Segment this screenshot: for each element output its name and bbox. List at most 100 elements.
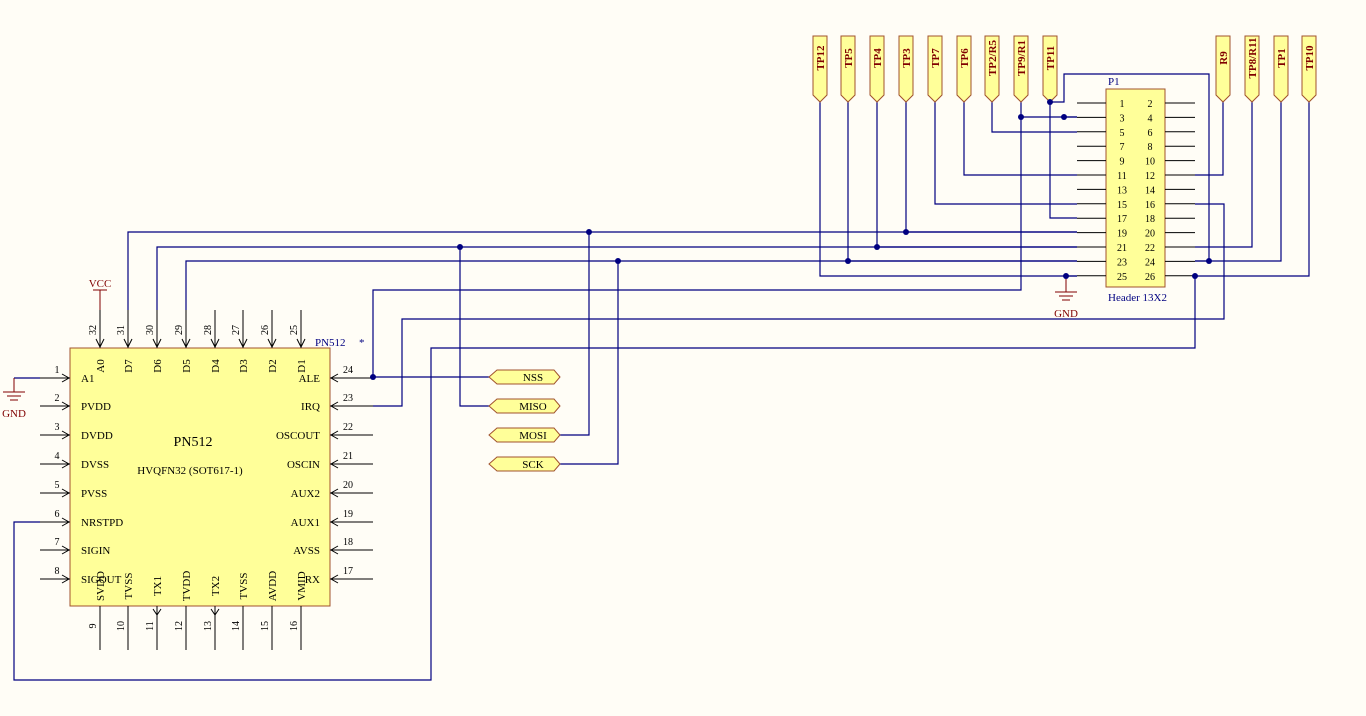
pin-arrow-right-19 (329, 517, 339, 527)
pn512-pins: 1A12PVDD3DVDD4DVSS5PVSS6NRSTPD7SIGIN8SIG… (40, 310, 373, 650)
testpoint-tp9-r1[interactable]: TP9/R1 (1013, 35, 1029, 103)
header-name: Header 13X2 (1108, 292, 1167, 304)
pin-name-top-26: D2 (267, 359, 279, 372)
pin-name-right-22: OSCOUT (276, 430, 320, 442)
wire-21 (156, 246, 1077, 310)
pin-name-right-23: IRQ (301, 401, 320, 413)
pn512-body[interactable] (69, 347, 331, 607)
testpoint-tp6[interactable]: TP6 (956, 35, 972, 103)
testpoint-body[interactable] (927, 35, 943, 103)
port-body[interactable] (488, 398, 561, 414)
testpoint-body[interactable] (984, 35, 1000, 103)
pin-name-right-19: AUX1 (291, 517, 320, 529)
wire-14 (1195, 102, 1253, 248)
testpoint-tp3[interactable]: TP3 (898, 35, 914, 103)
testpoint-tp5[interactable]: TP5 (840, 35, 856, 103)
pin-number-right-22: 22 (343, 422, 353, 433)
testpoint-body[interactable] (956, 35, 972, 103)
port-label: MOSI (519, 430, 547, 442)
pin-arrow-bottom-13 (210, 608, 220, 616)
port-miso[interactable]: MISO (488, 398, 561, 414)
pin-number-left-7: 7 (55, 537, 60, 548)
wire-13 (1195, 102, 1224, 176)
testpoint-tp8-r11[interactable]: TP8/R11 (1244, 35, 1260, 103)
port-body[interactable] (488, 369, 561, 385)
testpoint-body[interactable] (1215, 35, 1231, 103)
port-body[interactable] (488, 427, 561, 443)
testpoint-body[interactable] (1273, 35, 1289, 103)
vcc-power-symbol: VCC (89, 278, 111, 310)
pin-name-left-1: A1 (81, 373, 94, 385)
header-designator: P1 (1108, 76, 1120, 88)
pin-name-right-17: RX (305, 574, 320, 586)
pin-arrow-top-25 (296, 338, 306, 349)
header-pin-number-6: 6 (1148, 128, 1153, 139)
wire-25 (560, 261, 619, 465)
pin-name-right-18: AVSS (293, 545, 320, 557)
pin-number-bottom-10: 10 (116, 621, 127, 631)
pn512-ic[interactable]: 1A12PVDD3DVDD4DVSS5PVSS6NRSTPD7SIGIN8SIG… (40, 310, 373, 650)
testpoint-body[interactable] (812, 35, 828, 103)
wire-23 (459, 247, 489, 407)
junction-dot-4 (845, 258, 851, 264)
testpoint-r9[interactable]: R9 (1215, 35, 1231, 103)
pin-arrow-top-30 (152, 338, 162, 349)
wire-19 (127, 231, 1077, 310)
port-mosi[interactable]: MOSI (488, 427, 561, 443)
pin-number-bottom-16: 16 (289, 621, 300, 631)
testpoint-body[interactable] (840, 35, 856, 103)
testpoint-body[interactable] (1042, 35, 1058, 103)
pn512-designator-mark: * (359, 337, 365, 349)
pin-number-left-5: 5 (55, 480, 60, 491)
pin-arrow-right-23 (329, 401, 339, 411)
testpoint-tp2-r5[interactable]: TP2/R5 (984, 35, 1000, 103)
junction-dot-7 (1063, 273, 1069, 279)
pin-arrow-top-29 (181, 338, 191, 349)
header-pin-number-17: 17 (1117, 214, 1127, 225)
pin-arrow-right-20 (329, 488, 339, 498)
testpoint-tp12[interactable]: TP12 (812, 35, 828, 103)
testpoint-tp4[interactable]: TP4 (869, 35, 885, 103)
pin-number-top-26: 26 (260, 325, 271, 335)
testpoint-tp1[interactable]: TP1 (1273, 35, 1289, 103)
testpoint-tp7[interactable]: TP7 (927, 35, 943, 103)
pin-number-top-27: 27 (231, 325, 242, 335)
header-pin-number-3: 3 (1120, 113, 1125, 124)
header-pin-number-13: 13 (1117, 185, 1127, 196)
testpoint-body[interactable] (869, 35, 885, 103)
pin-name-right-20: AUX2 (291, 488, 320, 500)
pn512-package: HVQFN32 (SOT617-1) (137, 465, 243, 477)
testpoint-body[interactable] (1013, 35, 1029, 103)
testpoint-body[interactable] (1301, 35, 1317, 103)
header-body[interactable] (1105, 88, 1166, 288)
wire-17 (373, 203, 1225, 407)
header-pin-number-1: 1 (1120, 99, 1125, 110)
pin-name-top-27: D3 (238, 359, 250, 373)
test-points: TP12 TP5 TP4 TP3 TP7 TP6 TP2/R5 TP9/R1 TP11 R9 TP8… (812, 35, 1317, 103)
port-sck[interactable]: SCK (488, 456, 561, 472)
pin-name-top-28: D4 (210, 359, 222, 373)
testpoint-tp10[interactable]: TP10 (1301, 35, 1317, 103)
header-pin-number-24: 24 (1145, 257, 1155, 268)
pin-number-left-1: 1 (55, 365, 60, 376)
testpoint-label: TP10 (1304, 45, 1316, 71)
header-pin-number-5: 5 (1120, 128, 1125, 139)
port-body[interactable] (488, 456, 561, 472)
pin-name-top-29: D5 (181, 359, 193, 373)
header-pin-number-11: 11 (1117, 171, 1127, 182)
port-nss[interactable]: NSS (488, 369, 561, 385)
pin-number-left-8: 8 (55, 566, 60, 577)
testpoint-body[interactable] (1244, 35, 1260, 103)
pin-name-left-7: SIGIN (81, 545, 110, 557)
pin-number-bottom-11: 11 (145, 621, 156, 631)
header-pin-number-8: 8 (1148, 142, 1153, 153)
header-p1[interactable]: 1357911131517192123252468101214161820222… (1077, 76, 1195, 304)
pin-number-bottom-9: 9 (88, 624, 99, 629)
testpoint-label: TP11 (1045, 46, 1057, 70)
junction-dot-1 (1018, 114, 1024, 120)
header-pin-number-7: 7 (1120, 142, 1125, 153)
header-pin-number-19: 19 (1117, 229, 1127, 240)
pin-arrow-top-26 (267, 338, 277, 349)
testpoint-tp11[interactable]: TP11 (1042, 35, 1058, 103)
testpoint-body[interactable] (898, 35, 914, 103)
